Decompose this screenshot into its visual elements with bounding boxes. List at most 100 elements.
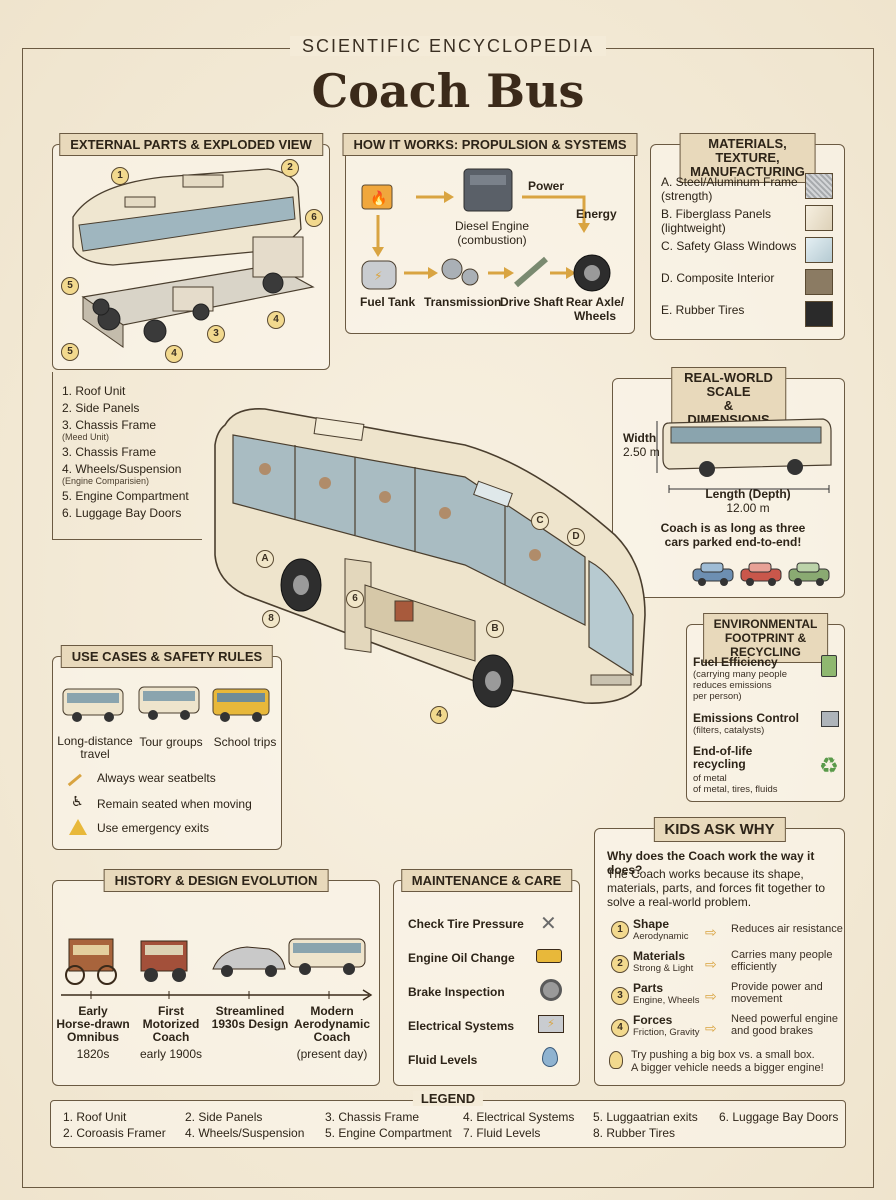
callout-5-upper: 5 bbox=[61, 277, 79, 295]
parts-list: 1. Roof Unit 2. Side Panels 3. Chassis F… bbox=[62, 384, 189, 523]
emissions-control-label: Emissions Control bbox=[693, 711, 800, 725]
wrench-icon: ✕ bbox=[540, 913, 557, 935]
era-motorized: First Motorized Coach bbox=[142, 1004, 200, 1044]
legend-item: 3. Chassis Frame bbox=[325, 1110, 420, 1124]
callout-4-lower: 4 bbox=[165, 345, 183, 363]
kids-row-label: Materials bbox=[633, 949, 686, 963]
rear-axle-label: Rear Axle/ Wheels bbox=[565, 295, 625, 323]
steel-swatch bbox=[805, 173, 833, 199]
parts-list-item: 3. Chassis Frame(Meed Unit) bbox=[62, 418, 157, 442]
recycling-label: End-of-life recycling bbox=[693, 744, 753, 771]
main-callout-c: C bbox=[531, 512, 549, 530]
parts-list-item: 2. Side Panels bbox=[62, 401, 140, 415]
kids-row-number: 1 bbox=[611, 921, 629, 939]
use-case-tour-groups: Tour groups bbox=[139, 735, 203, 749]
materials-title: MATERIALS, TEXTURE, MANUFACTURING bbox=[679, 133, 816, 183]
legend-item: 5. Luggaatrian exits bbox=[593, 1110, 698, 1124]
scale-bus-illustration bbox=[656, 418, 832, 493]
environment-title: ENVIRONMENTAL FOOTPRINT & RECYCLING bbox=[702, 613, 829, 663]
callout-3: 3 bbox=[207, 325, 225, 343]
composite-swatch bbox=[805, 269, 833, 295]
kids-ask-why-panel: KIDS ASK WHY Why does the Coach work the… bbox=[594, 817, 845, 1086]
history-panel: HISTORY & DESIGN EVOLUTION Early Horse-d… bbox=[52, 869, 380, 1086]
parts-list-item: 6. Luggage Bay Doors bbox=[62, 506, 182, 520]
maintenance-item: Electrical Systems bbox=[408, 1019, 515, 1033]
legend-box: LEGEND 1. Roof Unit 2. Coroasis Framer 2… bbox=[50, 1091, 846, 1148]
main-callout-b: B bbox=[486, 620, 504, 638]
parts-list-item: 3. Chassis Frame bbox=[62, 445, 157, 459]
lightbulb-icon bbox=[609, 1051, 623, 1069]
recycling-sub: of metal of metal, tires, fluids bbox=[693, 773, 778, 795]
legend-item: 1. Roof Unit bbox=[63, 1110, 127, 1124]
material-item: B. Fiberglass Panels(lightweight) bbox=[661, 207, 772, 235]
recycle-icon: ♻ bbox=[819, 753, 839, 778]
fuel-efficiency-sub: (carrying many people reduces emissions … bbox=[693, 669, 787, 702]
era-horse-drawn-date: 1820s bbox=[76, 1047, 110, 1061]
legend-item: 4. Electrical Systems bbox=[463, 1110, 575, 1124]
callout-5-lower: 5 bbox=[61, 343, 79, 361]
kids-row-sub: Aerodynamic bbox=[633, 931, 689, 942]
energy-label: Energy bbox=[576, 207, 617, 221]
material-item: C. Safety Glass Windows bbox=[661, 239, 797, 253]
kids-tip: Try pushing a big box vs. a small box. A… bbox=[631, 1049, 824, 1074]
svg-text:🔥: 🔥 bbox=[370, 190, 387, 207]
kids-row-label: Parts bbox=[633, 981, 664, 995]
kids-row-label: Shape bbox=[633, 917, 670, 931]
kids-row-result: Reduces air resistance bbox=[731, 923, 843, 935]
exploded-bus-illustration bbox=[72, 168, 315, 348]
warning-icon bbox=[69, 819, 87, 835]
maintenance-item: Brake Inspection bbox=[408, 985, 505, 999]
supertitle: SCIENTIFIC ENCYCLOPEDIA bbox=[0, 36, 896, 57]
legend-title: LEGEND bbox=[412, 1091, 484, 1106]
width-value: 2.50 m bbox=[623, 445, 660, 459]
length-label: Length (Depth) bbox=[705, 487, 791, 501]
use-cases-panel: USE CASES & SAFETY RULES Long-distance t… bbox=[52, 645, 282, 850]
length-value: 12.00 m bbox=[726, 501, 770, 515]
maintenance-panel: MAINTENANCE & CARE Check Tire Pressure ✕… bbox=[393, 869, 580, 1086]
fiberglass-swatch bbox=[805, 205, 833, 231]
droplet-icon bbox=[542, 1047, 558, 1067]
main-callout-4: 4 bbox=[430, 706, 448, 724]
era-modern: Modern Aerodynamic Coach bbox=[293, 1004, 371, 1044]
filter-icon bbox=[821, 711, 839, 727]
callout-4-right: 4 bbox=[267, 311, 285, 329]
external-parts-panel: EXTERNAL PARTS & EXPLODED VIEW 1 2 6 5 3… bbox=[52, 133, 330, 370]
use-cases-title: USE CASES & SAFETY RULES bbox=[60, 645, 274, 668]
propulsion-title: HOW IT WORKS: PROPULSION & SYSTEMS bbox=[342, 133, 638, 156]
power-label: Power bbox=[528, 179, 565, 193]
legend-item: 6. Luggage Bay Doors bbox=[719, 1110, 839, 1124]
use-case-long-distance: Long-distance travel bbox=[57, 734, 133, 761]
material-item: A. Steel/Aluminum Frame(strength) bbox=[661, 175, 798, 203]
parts-list-item: 1. Roof Unit bbox=[62, 384, 126, 398]
kids-row-sub: Engine, Wheels bbox=[633, 995, 700, 1006]
kids-row-result: Carries many people efficiently bbox=[731, 949, 833, 973]
use-case-school-trips: School trips bbox=[213, 735, 277, 749]
legend-item: 2. Side Panels bbox=[185, 1110, 263, 1124]
maintenance-item: Engine Oil Change bbox=[408, 951, 515, 965]
material-item: D. Composite Interior bbox=[661, 271, 775, 285]
callout-1: 1 bbox=[111, 167, 129, 185]
kids-row-number: 4 bbox=[611, 1019, 629, 1037]
parts-list-item: 5. Engine Compartment bbox=[62, 489, 189, 503]
kids-row-result: Need powerful engine and good brakes bbox=[731, 1013, 839, 1037]
kids-row-sub: Friction, Gravity bbox=[633, 1027, 700, 1038]
main-callout-d: D bbox=[567, 528, 585, 546]
battery-icon: ⚡ bbox=[538, 1015, 564, 1033]
arrow-right-icon: ⇨ bbox=[705, 988, 717, 1004]
propulsion-panel: HOW IT WORKS: PROPULSION & SYSTEMS 🔥 ⚡ bbox=[342, 133, 638, 334]
arrow-right-icon: ⇨ bbox=[705, 956, 717, 972]
material-item: E. Rubber Tires bbox=[661, 303, 745, 317]
arrow-right-icon: ⇨ bbox=[705, 1020, 717, 1036]
kids-row-result: Provide power and movement bbox=[731, 981, 823, 1005]
svg-text:⚡: ⚡ bbox=[374, 269, 382, 283]
kids-title: KIDS ASK WHY bbox=[653, 817, 786, 842]
main-coach-illustration bbox=[214, 408, 646, 708]
drive-shaft-label: Drive Shaft bbox=[500, 295, 564, 309]
brake-disc-icon bbox=[540, 979, 562, 1001]
main-callout-a: A bbox=[256, 550, 274, 568]
legend-item: 7. Fluid Levels bbox=[463, 1126, 541, 1140]
propulsion-diagram: 🔥 ⚡ bbox=[361, 168, 611, 292]
era-horse-drawn: Early Horse-drawn Omnibus bbox=[56, 1004, 130, 1044]
main-callout-6: 6 bbox=[346, 590, 364, 608]
kids-row-number: 3 bbox=[611, 987, 629, 1005]
